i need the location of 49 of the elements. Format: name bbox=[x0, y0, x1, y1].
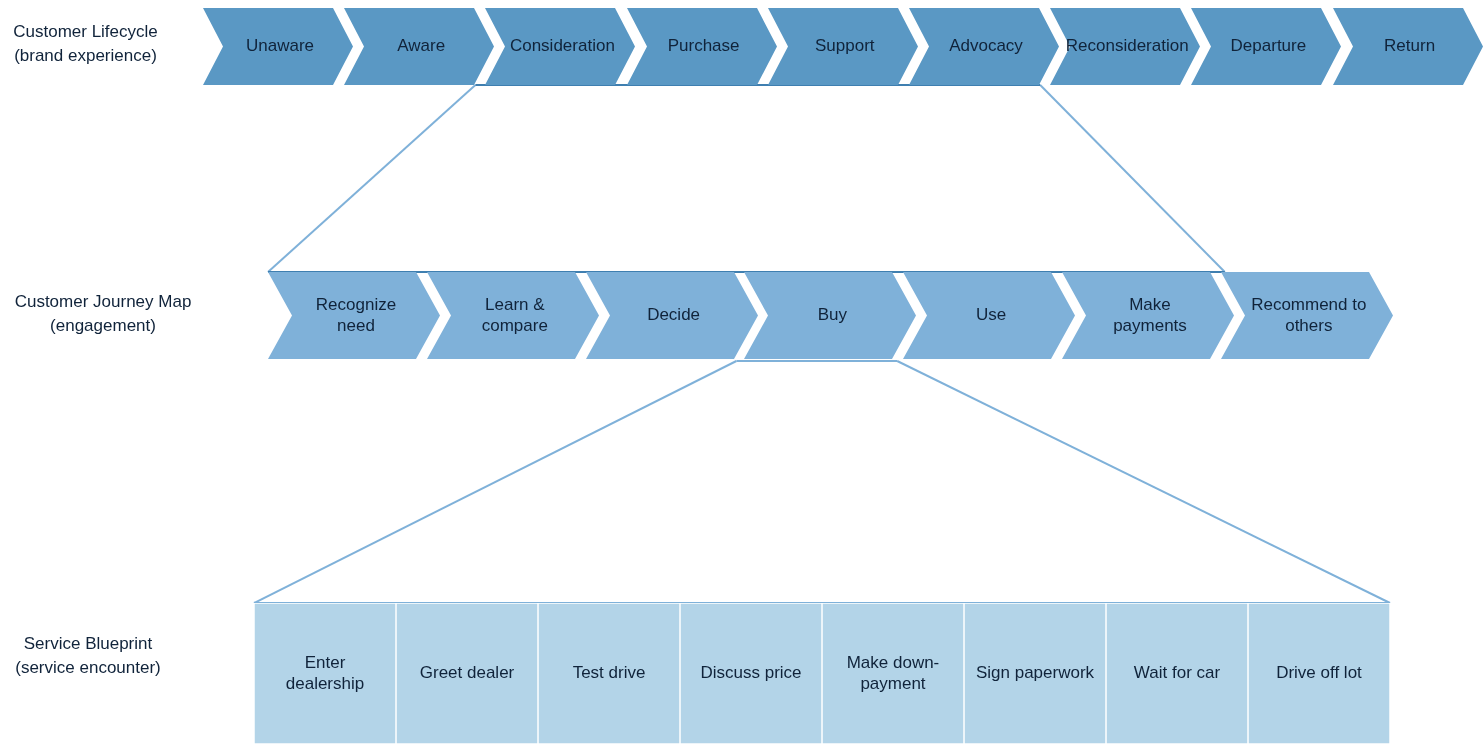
step-label: Recognize need bbox=[314, 295, 398, 336]
step-label: Purchase bbox=[667, 36, 740, 57]
step-label: Consideration bbox=[509, 36, 615, 57]
chevron-step bbox=[1220, 272, 1393, 359]
step-cell bbox=[396, 603, 538, 744]
step-cell bbox=[254, 603, 396, 744]
step-label: Return bbox=[1384, 36, 1436, 57]
step-cell bbox=[822, 603, 964, 744]
step-label: Discuss price bbox=[700, 663, 802, 684]
step-label: Enter dealership bbox=[284, 653, 366, 694]
chevron-step bbox=[485, 8, 636, 85]
step-cell bbox=[680, 603, 822, 744]
chevron-step bbox=[1191, 8, 1342, 85]
row-label: Customer Lifecycle (brand experience) bbox=[12, 21, 159, 67]
step-label: Make down-payment bbox=[845, 653, 941, 694]
chevron-step bbox=[903, 272, 1076, 359]
chevron-step bbox=[344, 8, 495, 85]
step-label: Departure bbox=[1230, 36, 1307, 57]
step-label: Unaware bbox=[245, 36, 314, 57]
row-label: Service Blueprint (service encounter) bbox=[14, 633, 162, 679]
step-label: Make payments bbox=[1112, 295, 1188, 336]
step-label: Support bbox=[815, 36, 875, 57]
step-label: Wait for car bbox=[1133, 663, 1221, 684]
step-label: Decide bbox=[647, 305, 701, 326]
step-label: Buy bbox=[817, 305, 848, 326]
chevron-step bbox=[585, 272, 758, 359]
step-label: Aware bbox=[397, 36, 446, 57]
row-label: Customer Journey Map (engagement) bbox=[13, 291, 193, 337]
step-cell bbox=[1248, 603, 1390, 744]
chevron-step bbox=[744, 272, 917, 359]
step-label: Greet dealer bbox=[419, 663, 515, 684]
step-label: Sign paperwork bbox=[975, 663, 1095, 684]
chevron-step bbox=[909, 8, 1059, 85]
chevron-step bbox=[268, 272, 440, 359]
step-label: Test drive bbox=[572, 663, 646, 684]
step-label: Drive off lot bbox=[1276, 663, 1362, 684]
chevron-step bbox=[1332, 8, 1483, 85]
chevron-step bbox=[767, 8, 918, 85]
chevron-step bbox=[203, 8, 353, 85]
step-label: Learn & compare bbox=[480, 295, 549, 336]
step-label: Recommend to others bbox=[1250, 295, 1367, 336]
chevron-step bbox=[1062, 272, 1234, 359]
step-cell bbox=[1106, 603, 1248, 744]
step-cell bbox=[964, 603, 1106, 744]
step-label: Advocacy bbox=[949, 36, 1023, 57]
step-cell bbox=[538, 603, 680, 744]
chevron-step bbox=[626, 8, 777, 85]
chevron-step bbox=[426, 272, 599, 359]
step-label: Use bbox=[976, 305, 1007, 326]
